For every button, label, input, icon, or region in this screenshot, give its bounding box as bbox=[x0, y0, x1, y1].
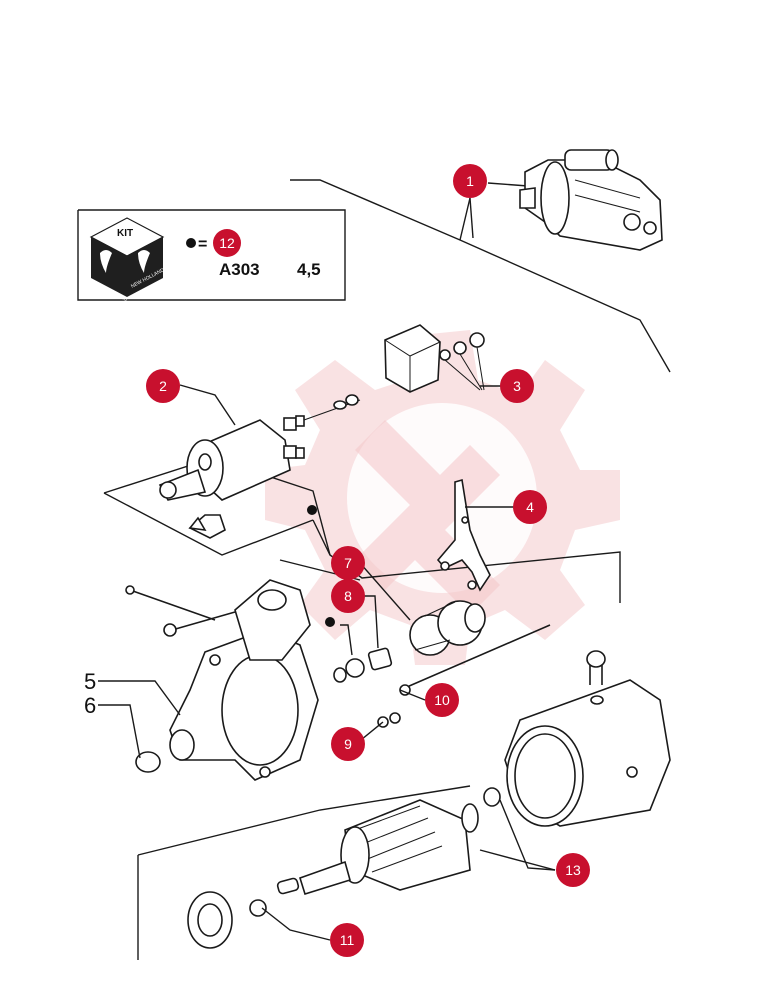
kit-bullet bbox=[186, 238, 196, 248]
callout-10: 10 bbox=[425, 683, 459, 717]
fork-lever bbox=[436, 478, 491, 592]
callout-3: 3 bbox=[500, 369, 534, 403]
drive-end-housing bbox=[169, 579, 319, 781]
end-plate-and-bushing bbox=[187, 877, 300, 949]
starter-assembly bbox=[519, 149, 663, 251]
drive-pinion bbox=[409, 600, 486, 656]
plain-label-6: 6 bbox=[84, 693, 96, 718]
callout-leaders bbox=[98, 384, 556, 941]
svg-text:13: 13 bbox=[565, 862, 581, 878]
plain-label-5: 5 bbox=[84, 669, 96, 694]
svg-text:10: 10 bbox=[434, 692, 450, 708]
armature bbox=[299, 787, 501, 896]
leader-lines bbox=[103, 179, 671, 960]
kit-code: A303 bbox=[219, 260, 260, 279]
kit-equals: = bbox=[198, 236, 207, 253]
field-frame bbox=[504, 650, 671, 827]
svg-text:12: 12 bbox=[219, 235, 235, 251]
callout-2: 2 bbox=[146, 369, 180, 403]
svg-text:3: 3 bbox=[513, 378, 521, 394]
svg-text:7: 7 bbox=[344, 555, 352, 571]
kit-word: KIT bbox=[117, 228, 133, 239]
marked-part-bullet-b bbox=[325, 617, 335, 627]
callout-12: 12 bbox=[213, 229, 241, 257]
kit-cube-icon: KIT NEW HOLLAND NEW HOLLAND bbox=[89, 217, 166, 303]
kit-value: 4,5 bbox=[297, 260, 321, 279]
through-bolts bbox=[125, 585, 551, 696]
svg-text:1: 1 bbox=[466, 173, 474, 189]
spacer-and-washers bbox=[307, 505, 401, 728]
kit-box: KIT NEW HOLLAND NEW HOLLAND = A303 4,5 bbox=[77, 209, 346, 303]
callout-8: 8 bbox=[331, 579, 365, 613]
svg-text:11: 11 bbox=[340, 932, 355, 948]
callout-1: 1 bbox=[453, 164, 487, 198]
callout-11: 11 bbox=[330, 923, 364, 957]
callout-13: 13 bbox=[556, 853, 590, 887]
svg-text:4: 4 bbox=[526, 499, 534, 515]
bushing bbox=[135, 751, 161, 773]
svg-text:8: 8 bbox=[344, 588, 352, 604]
solenoid bbox=[158, 394, 361, 539]
callout-4: 4 bbox=[513, 490, 547, 524]
callout-7: 7 bbox=[331, 546, 365, 580]
cover-and-nuts bbox=[384, 324, 485, 393]
svg-text:9: 9 bbox=[344, 736, 352, 752]
svg-text:2: 2 bbox=[159, 378, 167, 394]
callout-9: 9 bbox=[331, 727, 365, 761]
marked-part-bullet-a bbox=[307, 505, 317, 515]
